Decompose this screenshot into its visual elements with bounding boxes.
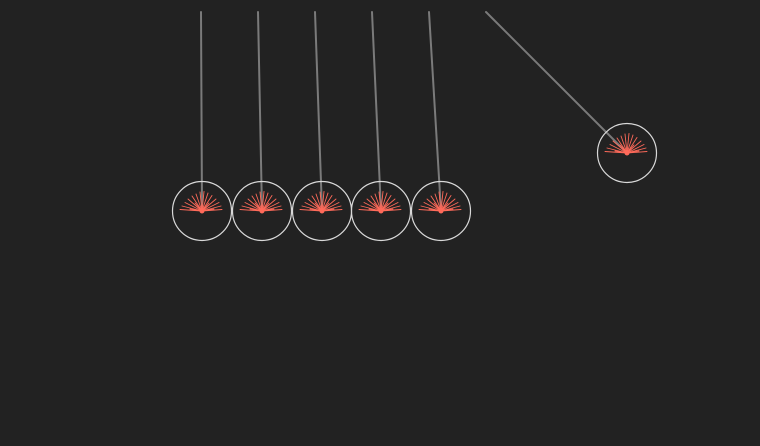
pendulum-string xyxy=(371,11,382,212)
burst-ray xyxy=(319,191,323,212)
pivot-dot xyxy=(319,208,325,214)
burst-ray xyxy=(261,191,265,212)
pendulum-string xyxy=(428,11,442,212)
pivot-dot xyxy=(438,208,444,214)
burst-ray xyxy=(624,133,628,154)
burst-ray xyxy=(321,202,340,212)
burst-ray xyxy=(201,191,205,212)
burst-ray xyxy=(626,133,630,154)
burst-ray xyxy=(380,192,388,212)
burst-ray xyxy=(184,202,203,212)
pendulum-string xyxy=(257,11,263,212)
burst-ray xyxy=(244,202,263,212)
pendulum[interactable] xyxy=(231,11,293,242)
burst-ray xyxy=(626,144,645,154)
pendulum-string xyxy=(314,11,323,212)
burst-ray xyxy=(261,202,280,212)
burst-ray xyxy=(321,191,325,212)
burst-ray xyxy=(374,193,382,212)
pendulum[interactable] xyxy=(350,11,412,242)
pivot-dot xyxy=(259,208,265,214)
pendulum[interactable] xyxy=(485,11,658,184)
burst-ray xyxy=(363,202,382,212)
burst-ray xyxy=(378,191,382,212)
pendulum-string xyxy=(485,11,628,154)
burst-ray xyxy=(304,202,323,212)
burst-ray xyxy=(380,191,384,212)
burst-ray xyxy=(440,192,448,212)
burst-ray xyxy=(261,192,269,212)
burst-ray xyxy=(201,202,220,212)
burst-ray xyxy=(321,192,329,212)
pendulum-ball[interactable] xyxy=(171,180,233,242)
burst-ray xyxy=(440,202,459,212)
ball-burst-icon xyxy=(299,191,343,214)
burst-ray xyxy=(315,193,323,212)
ball-burst-icon xyxy=(358,191,402,214)
pendulum-ball[interactable] xyxy=(596,122,658,184)
burst-ray xyxy=(199,191,203,212)
burst-ray xyxy=(255,193,263,212)
burst-ray xyxy=(434,193,442,212)
pivot-dot xyxy=(378,208,384,214)
burst-ray xyxy=(380,202,399,212)
ball-burst-icon xyxy=(239,191,283,214)
pendulum-ball[interactable] xyxy=(231,180,293,242)
pivot-dot xyxy=(199,208,205,214)
burst-ray xyxy=(195,193,203,212)
pendulum[interactable] xyxy=(410,11,472,242)
pendulum-string xyxy=(200,11,203,212)
burst-ray xyxy=(620,135,628,154)
ball-burst-icon xyxy=(179,191,223,214)
burst-ray xyxy=(626,134,634,154)
burst-ray xyxy=(201,192,209,212)
ball-burst-icon xyxy=(604,133,648,156)
burst-ray xyxy=(438,191,442,212)
pendulum-ball[interactable] xyxy=(350,180,412,242)
pendulum-ball[interactable] xyxy=(410,180,472,242)
pendulum[interactable] xyxy=(171,11,233,242)
ball-burst-icon xyxy=(418,191,462,214)
burst-ray xyxy=(440,191,444,212)
pivot-dot xyxy=(624,150,630,156)
burst-ray xyxy=(423,202,442,212)
burst-ray xyxy=(609,144,628,154)
burst-ray xyxy=(259,191,263,212)
